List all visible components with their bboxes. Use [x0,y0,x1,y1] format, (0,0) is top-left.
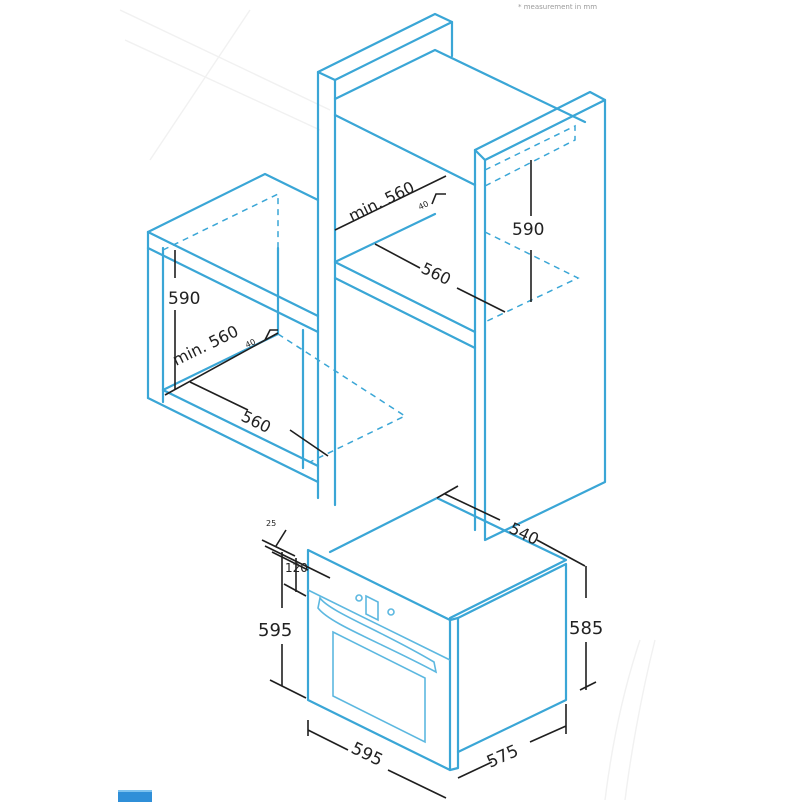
left-niche-gap-label: 40 [244,337,257,350]
column-niche-dimensions [334,160,532,313]
oven-panel-offset-label: 25 [266,519,276,528]
oven-control-height-label: 120 [285,561,308,575]
oven-front-height-label: 595 [258,620,292,641]
oven-front-width-label: 595 [348,739,386,771]
oven-body-height-label: 585 [569,618,603,639]
left-niche-dimensions [164,250,329,457]
column-niche-height-label: 590 [512,220,544,240]
left-niche-cabinet [146,172,407,484]
oven-body-width-label: 575 [484,741,522,772]
column-niche-min-depth-label: min. 560 [345,177,417,225]
oven-dimensions [261,485,597,799]
oven-body [306,496,568,772]
left-niche-min-depth-label: min. 560 [169,321,241,369]
measurement-note: * measurement in mm [518,3,598,11]
corner-tab [118,790,152,802]
tall-column-cabinet [316,12,607,542]
oven-depth-label: 540 [506,519,542,549]
column-niche-gap-label: 40 [417,199,430,212]
left-niche-width-label: 560 [238,407,274,437]
background-ghost-lines [119,9,656,800]
column-niche-width-label: 560 [418,259,454,289]
left-niche-height-label: 590 [168,289,200,309]
